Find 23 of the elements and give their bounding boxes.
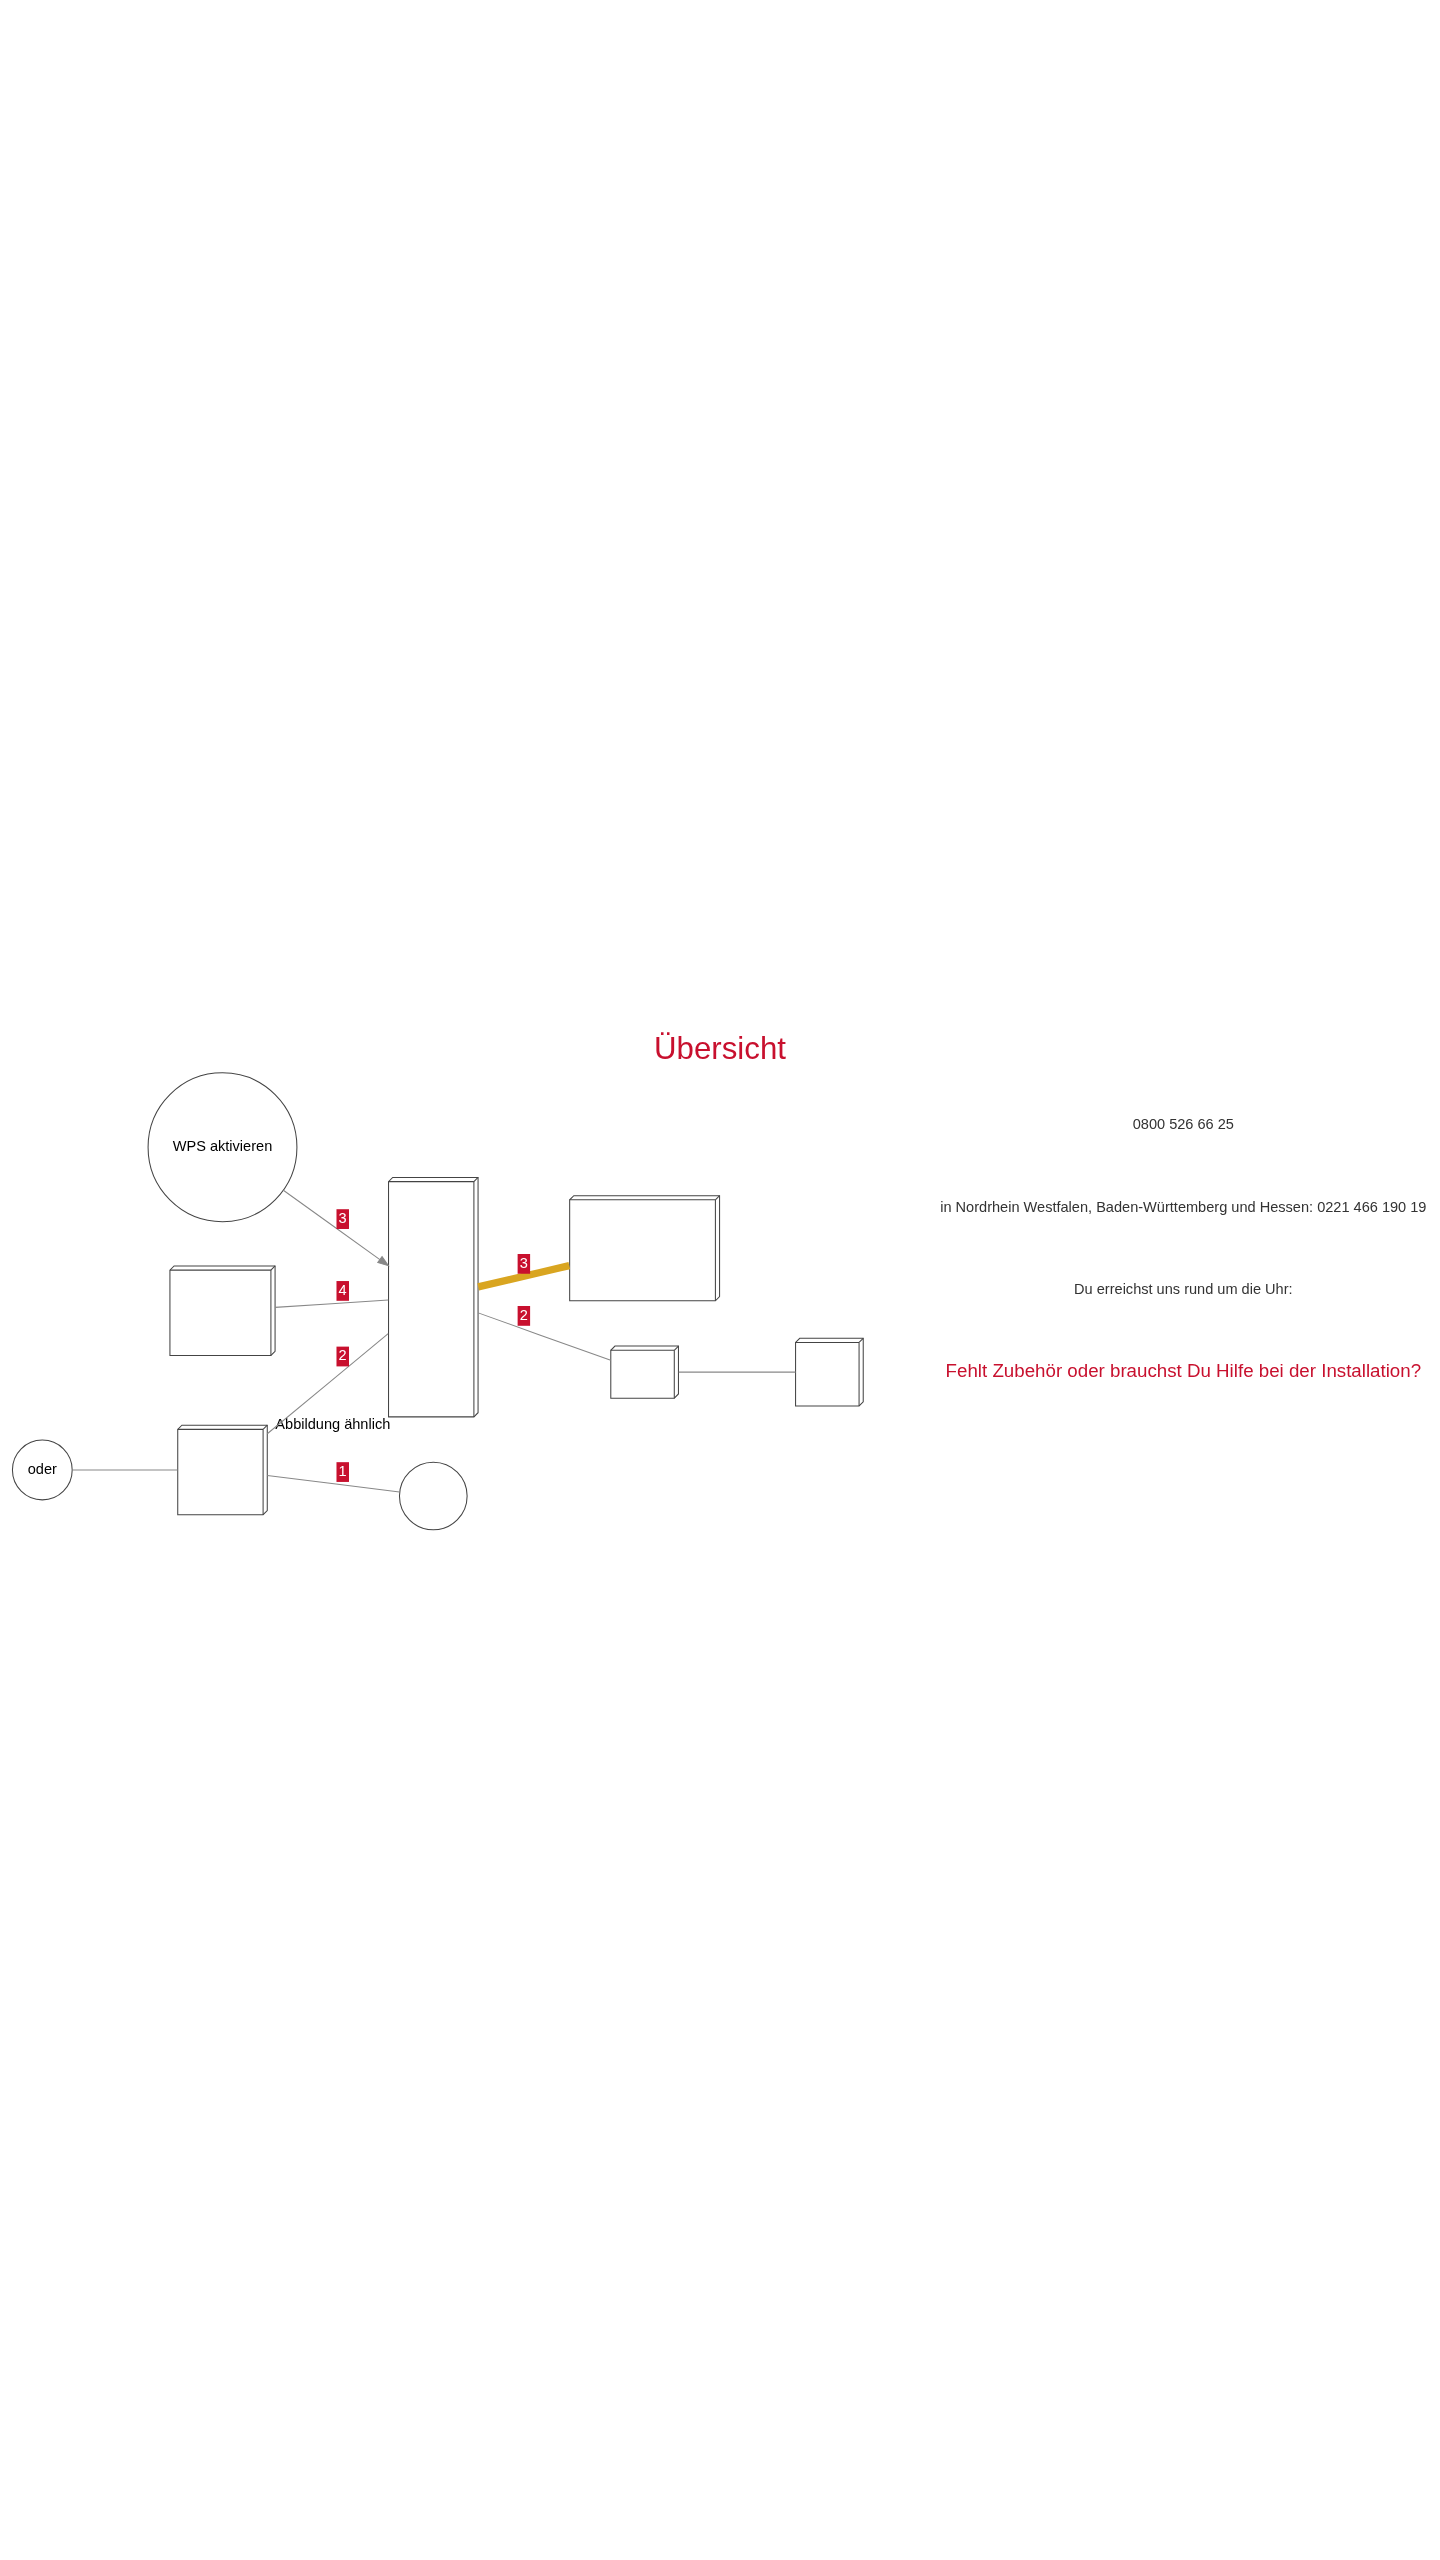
edge-label: 3 [519,1254,528,1271]
diagram-title: Übersicht [654,1031,786,1067]
edge-label: 2 [338,1347,347,1364]
connector [678,1371,797,1373]
edge-label: 2 [519,1306,528,1323]
label: 0800 526 66 25 [1132,1116,1234,1133]
connector [477,1262,571,1291]
edge-label: 3 [338,1209,347,1226]
node-circle: WPS aktivieren [147,1072,298,1223]
connector [71,1469,178,1471]
label: Du erreichst uns rund um die Uhr: [1074,1280,1293,1297]
node-circle [398,1461,468,1531]
node-label: Abbildung ähnlich [275,1415,391,1432]
connector [266,1474,400,1493]
label: in Nordrhein Westfalen, Baden-Württemberg und Hessen: 0221 466 190 19 [940,1198,1427,1215]
connector [274,1299,389,1308]
connector [477,1312,612,1361]
edge-label: 1 [338,1462,347,1479]
edge-label: 4 [338,1281,347,1298]
arrow [282,1189,390,1267]
node-circle: oder [11,1439,73,1501]
label: Fehlt Zubehör oder brauchst Du Hilfe bei der Installation? [945,1359,1422,1381]
connector [266,1333,389,1435]
